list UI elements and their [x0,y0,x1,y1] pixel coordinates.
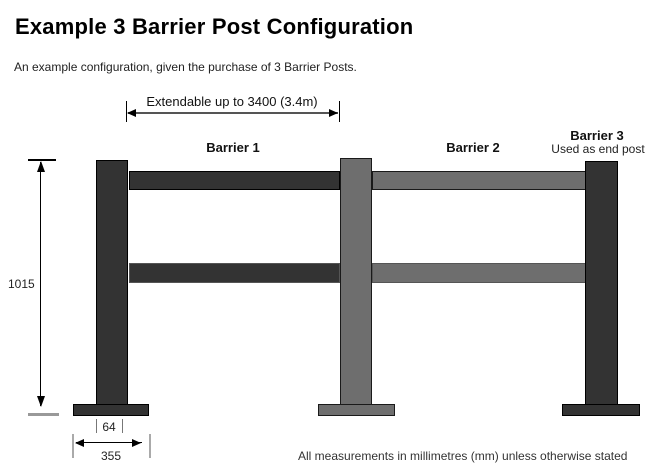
base-plate-3 [562,404,640,416]
base-width-tick-right [149,434,151,458]
base-width-tick-left [72,434,74,458]
height-dim-line [40,162,41,406]
barrier3-end-post-note: Used as end post [551,142,645,156]
base-plate-1 [73,404,149,416]
extendable-dim-tick-right [339,101,340,122]
base-width-arrow-left [75,439,84,447]
extendable-dim-arrow-left [127,109,136,117]
barrier1-label: Barrier 1 [206,140,260,155]
post-width-dimension-label: 64 [102,420,116,434]
height-dim-tick-bottom [28,413,59,416]
barrier1-bottom-rail [129,263,340,283]
base-width-arrow-right [132,439,141,447]
page-subtitle: An example configuration, given the purc… [14,60,357,74]
height-dim-arrow-down [37,396,45,407]
barrier-post-3 [585,161,618,405]
extendable-dim-line [128,112,338,114]
post-width-tick-right [122,419,123,433]
height-dim-tick-top [28,159,56,161]
post-width-tick-left [96,419,97,433]
base-plate-2 [318,404,395,416]
height-dim-arrow-up [37,161,45,172]
page-title: Example 3 Barrier Post Configuration [15,14,414,39]
barrier1-top-rail [129,171,340,190]
extendable-dim-tick-left [126,101,127,122]
extendable-dimension-label: Extendable up to 3400 (3.4m) [146,94,318,109]
barrier2-top-rail [372,171,586,190]
barrier-post-2 [340,158,372,405]
extendable-dim-arrow-right [329,109,338,117]
height-dimension-label: 1015 [8,277,35,291]
measurements-footnote: All measurements in millimetres (mm) unl… [298,449,628,463]
base-width-dim-line [76,442,142,443]
barrier-post-1 [96,160,128,405]
barrier2-label: Barrier 2 [446,140,500,155]
barrier3-label: Barrier 3 [570,128,624,143]
base-width-dimension-label: 355 [100,449,122,463]
barrier2-bottom-rail [372,263,586,283]
